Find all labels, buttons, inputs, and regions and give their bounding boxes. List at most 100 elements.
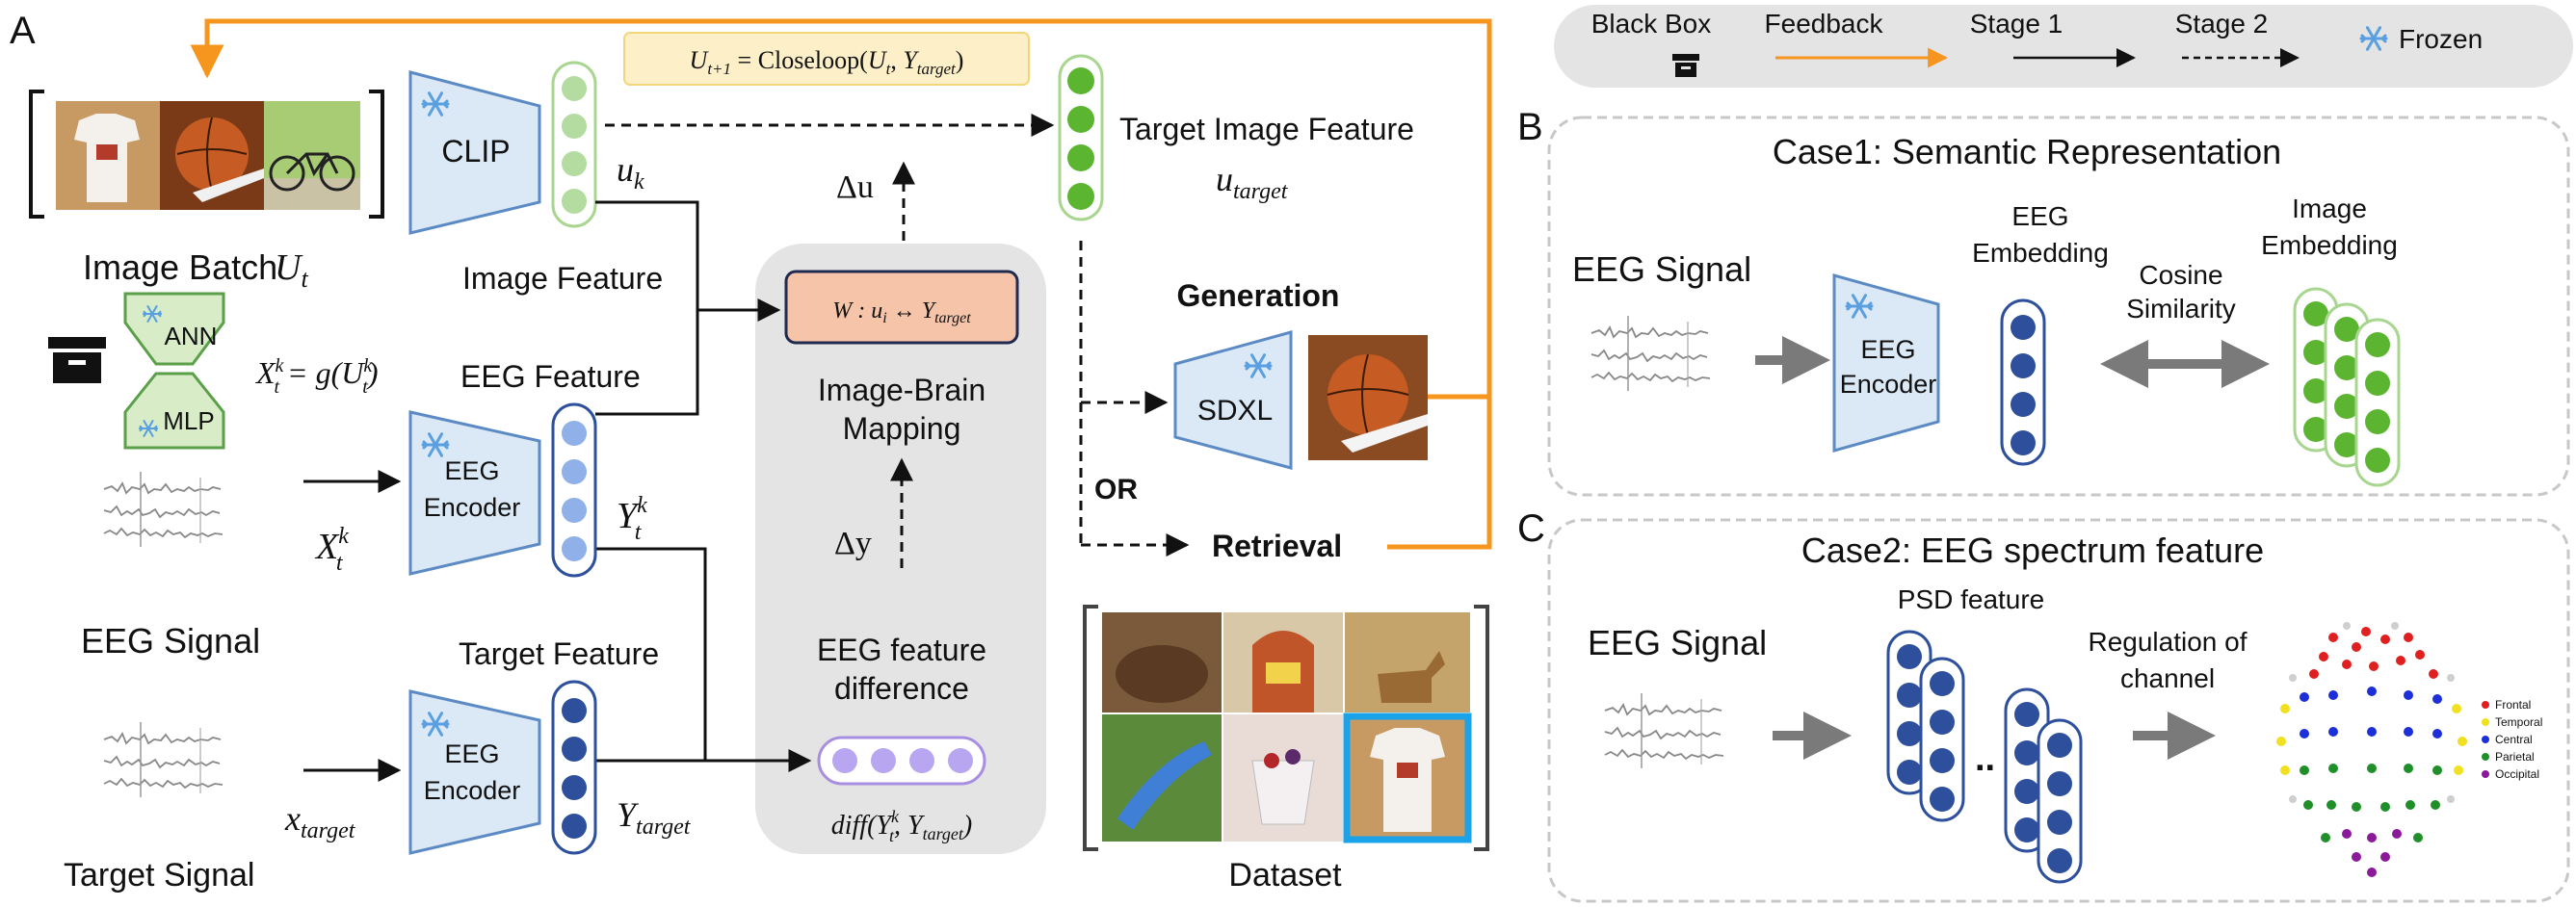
- case2-frame: [1547, 518, 2570, 903]
- legend-frozen-label: Frozen: [2399, 24, 2483, 54]
- black-box-icon: [1672, 54, 1699, 77]
- stage2-branch-lines: [1079, 241, 1190, 557]
- image-batch: [29, 90, 384, 219]
- dataset-image-dessert: [1223, 714, 1343, 842]
- x-target-label: xtarget: [284, 799, 356, 843]
- ann-label: ANN: [165, 322, 218, 350]
- retrieval-label: Retrieval: [1212, 529, 1342, 563]
- eeg-feature-label: EEG Feature: [460, 359, 641, 394]
- difference-vector: [817, 736, 986, 786]
- eeg-diff-label-2: difference: [834, 671, 969, 706]
- electrode-legend-frontal: Frontal: [2495, 698, 2531, 712]
- image-embedding-label-1: Image: [2292, 194, 2367, 223]
- or-label: OR: [1094, 474, 1138, 505]
- psd-feature-label: PSD feature: [1898, 584, 2045, 614]
- image-thumbnail-bicycle: [264, 101, 360, 210]
- case1-eeg-embedding-label-1: EEG: [2011, 201, 2068, 231]
- regulation-label-1: Regulation of: [2088, 627, 2247, 657]
- case1-encoder-label-2: Encoder: [1840, 370, 1937, 399]
- sdxl-label: SDXL: [1197, 395, 1273, 427]
- legend-stage1-label: Stage 1: [1970, 9, 2063, 39]
- case1-eeg-encoder: EEG Encoder: [1832, 273, 1940, 453]
- black-box-network: ANN MLP: [123, 292, 225, 450]
- cosine-label-1: Cosine: [2139, 260, 2222, 290]
- case1-eeg-embedding-vector: [2000, 298, 2046, 466]
- case2-eeg-signal-label: EEG Signal: [1588, 623, 1767, 662]
- mapping-label-2: Mapping: [843, 411, 961, 446]
- image-batch-label: Image Batch: [83, 247, 277, 287]
- eeg-signal-label: EEG Signal: [81, 621, 260, 661]
- sdxl-generator: SDXL: [1173, 330, 1293, 470]
- target-eeg-waveform: [103, 721, 223, 798]
- eeg-diff-label-1: EEG feature: [817, 633, 986, 667]
- case1-image-embedding-stack: [2293, 287, 2401, 487]
- case1-encoder-label-1: EEG: [1860, 335, 1915, 364]
- dataset-label: Dataset: [1228, 857, 1342, 894]
- panel-label-b: B: [1517, 106, 1543, 148]
- electrode-legend-temporal: Temporal: [2495, 715, 2542, 729]
- image-thumbnail-basketball: [160, 101, 264, 210]
- target-feature-label: Target Feature: [459, 636, 659, 671]
- psd-feature-stack-1: [1886, 630, 1965, 822]
- legend-bar: Black Box Feedback Stage 1 Stage 2 Froze…: [1554, 5, 2573, 88]
- case2-eeg-waveform: [1604, 692, 1724, 769]
- case1-frame: [1547, 116, 2570, 497]
- eeg-waveform: [103, 471, 223, 548]
- case2-title: Case2: EEG spectrum feature: [1801, 531, 2264, 570]
- clip-label: CLIP: [441, 134, 510, 168]
- u-k-label: uk: [617, 150, 644, 194]
- panel-label-a: A: [10, 10, 36, 52]
- dataset-image-slide: [1102, 714, 1222, 842]
- case1-title: Case1: Semantic Representation: [1773, 132, 2281, 171]
- y-target-label: Ytarget: [617, 795, 692, 840]
- cosine-label-2: Similarity: [2126, 294, 2236, 324]
- dataset-grid: [1083, 605, 1489, 851]
- feedback-loop: [190, 18, 1492, 550]
- legend-feedback-label: Feedback: [1765, 9, 1884, 39]
- eeg-encoder-target-label-2: Encoder: [424, 776, 521, 805]
- dataset-image-jukebox: [1223, 612, 1343, 713]
- target-signal-label: Target Signal: [64, 857, 254, 894]
- legend-black-box-label: Black Box: [1591, 9, 1712, 39]
- case1-eeg-waveform: [1590, 315, 1711, 392]
- psd-ellipsis: ..: [1975, 739, 1995, 779]
- image-feature-vector: [551, 61, 597, 228]
- delta-y-label: Δy: [834, 526, 872, 561]
- eeg-encoder-target: EEG Encoder: [408, 689, 541, 855]
- generation-label: Generation: [1177, 278, 1340, 313]
- u-target-label: utarget: [1216, 160, 1289, 204]
- case1-eeg-signal-label: EEG Signal: [1572, 249, 1751, 289]
- electrode-legend-central: Central: [2495, 733, 2533, 746]
- legend-background: [1554, 5, 2573, 88]
- electrode-legend-parietal: Parietal: [2495, 750, 2535, 764]
- image-embedding-label-2: Embedding: [2261, 230, 2398, 260]
- eeg-encoder-stimulus: EEG Encoder: [408, 410, 541, 576]
- regulation-label-2: channel: [2120, 663, 2215, 693]
- electrode-legend-occipital: Occipital: [2495, 767, 2539, 781]
- eeg-encoder-label-1: EEG: [444, 456, 499, 485]
- case1-eeg-embedding-label-2: Embedding: [1972, 238, 2109, 268]
- mapping-equation-box: W : ui ↔ Ytarget: [784, 270, 1019, 345]
- eeg-encoder-label-2: Encoder: [424, 493, 521, 522]
- clip-encoder: CLIP: [408, 70, 541, 235]
- closeloop-equation-text: Ut+1 = Closeloop(Ut, Ytarget): [690, 46, 964, 78]
- mapping-equation-text: W : ui ↔ Ytarget: [832, 298, 971, 326]
- legend-stage2-label: Stage 2: [2175, 9, 2269, 39]
- dataset-image-antelope: [1345, 612, 1470, 713]
- target-image-feature-label: Target Image Feature: [1119, 112, 1414, 146]
- target-image-feature-vector: [1058, 54, 1104, 221]
- generated-image-basketball: [1308, 335, 1428, 460]
- image-thumbnail-tshirt: [56, 101, 160, 210]
- eeg-feature-vector: [551, 402, 597, 578]
- mlp-label: MLP: [163, 406, 214, 435]
- closeloop-equation: Ut+1 = Closeloop(Ut, Ytarget): [623, 32, 1030, 86]
- feature-connector-lines: [595, 200, 812, 772]
- target-feature-vector: [551, 680, 597, 855]
- electrode-topography: [2276, 622, 2467, 877]
- image-batch-symbol: Ut: [275, 247, 308, 293]
- psd-feature-stack-2: [2004, 687, 2083, 884]
